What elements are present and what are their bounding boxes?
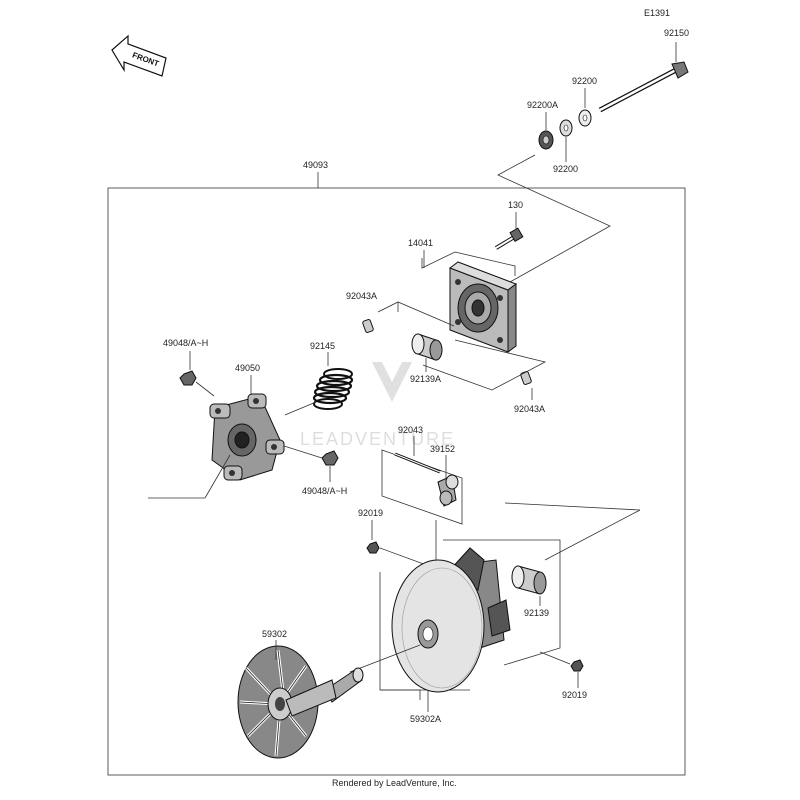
pin-92043A-top	[362, 319, 374, 333]
label-92043A-bot: 92043A	[514, 404, 545, 414]
footer-credit: Rendered by LeadVenture, Inc.	[332, 778, 457, 788]
roller-39152	[437, 474, 459, 507]
label-92019-top: 92019	[358, 508, 383, 518]
axis-line-top	[497, 154, 611, 283]
bolt-130	[494, 227, 524, 250]
axis-spring	[284, 401, 317, 416]
bushing-92139	[511, 565, 547, 595]
spring-92145	[312, 368, 354, 410]
label-92043: 92043	[398, 425, 423, 435]
label-92200-top: 92200	[572, 76, 597, 86]
label-49048-bot: 49048/A~H	[302, 486, 347, 496]
axis-sheave-diag	[544, 509, 641, 561]
watermark-logo: LEADVENTURE	[300, 362, 455, 449]
bracket-14041	[421, 251, 516, 276]
label-92200-bot: 92200	[553, 164, 578, 174]
movable-sheave-59302A	[391, 547, 511, 693]
axis-shaft	[349, 644, 421, 673]
pin-92043A-bot	[520, 371, 532, 385]
fixed-sheave-59302	[237, 645, 364, 759]
label-59302: 59302	[262, 629, 287, 639]
label-49093: 49093	[303, 160, 328, 170]
bushing-92139A	[411, 333, 443, 361]
front-direction-arrow: FRONT	[111, 34, 167, 77]
label-49050: 49050	[235, 363, 260, 373]
label-130: 130	[508, 200, 523, 210]
label-14041: 14041	[408, 238, 433, 248]
label-92043A-top: 92043A	[346, 291, 377, 301]
watermark-text: LEADVENTURE	[300, 429, 455, 449]
spider-49050	[209, 393, 285, 481]
label-92145: 92145	[310, 341, 335, 351]
label-39152: 39152	[430, 444, 455, 454]
cover-plate-14041	[448, 261, 518, 353]
bolt-92019-bot	[570, 659, 584, 672]
guide-49048-top	[195, 381, 215, 397]
guide-92139A	[422, 339, 547, 391]
axis-sheave-right	[504, 502, 641, 511]
nut-49048-top	[179, 370, 197, 386]
guide-49048-bot	[283, 445, 323, 459]
label-92150: 92150	[664, 28, 689, 38]
guide-92043A-top	[377, 301, 455, 327]
diagram-code: E1391	[644, 8, 670, 18]
label-92200A: 92200A	[527, 100, 558, 110]
label-59302A: 59302A	[410, 714, 441, 724]
guide-92019-bot	[539, 651, 571, 665]
label-92139A: 92139A	[410, 374, 441, 384]
label-92019-bot: 92019	[562, 690, 587, 700]
bolt-92150	[598, 61, 689, 113]
label-49048-top: 49048/A~H	[163, 338, 208, 348]
label-92139: 92139	[524, 608, 549, 618]
axis-spider-diag	[204, 454, 231, 499]
nut-49048-bot	[321, 450, 339, 466]
assembly-frame	[107, 187, 686, 776]
bracket-59302A-right	[443, 539, 561, 666]
bolt-92019-top	[366, 541, 380, 554]
